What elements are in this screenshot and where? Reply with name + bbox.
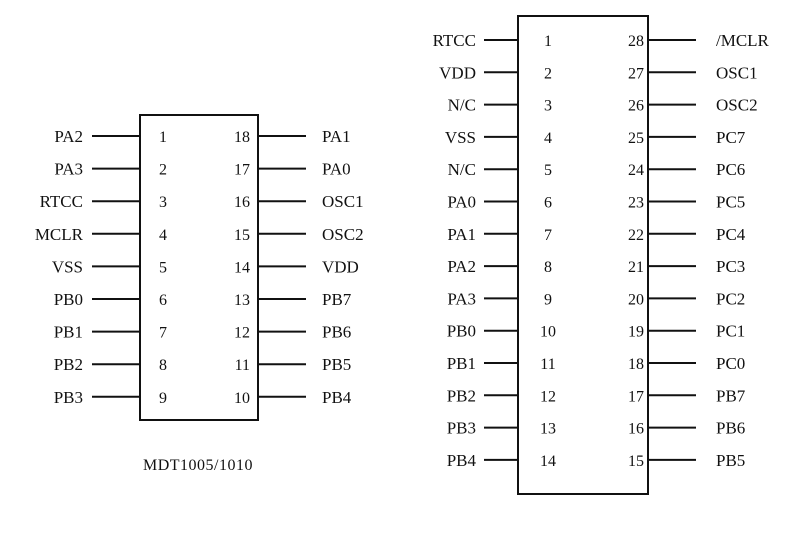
chip-caption: MDT1005/1010 xyxy=(143,457,253,474)
pin-number-label: 23 xyxy=(628,195,644,212)
pin-name-label: PB5 xyxy=(322,355,351,374)
pin-name-label: PB1 xyxy=(54,323,83,342)
pin-number-label: 4 xyxy=(159,227,167,244)
pin-name-label: PA3 xyxy=(54,160,83,179)
pin-name-label: RTCC xyxy=(433,31,476,50)
pin-name-label: N/C xyxy=(448,160,476,179)
pin-name-label: PA3 xyxy=(447,289,476,308)
pin-number-label: 28 xyxy=(628,33,644,50)
pin-name-label: PB4 xyxy=(447,451,477,470)
pin-name-label: PB0 xyxy=(447,322,476,341)
pin-number-label: 21 xyxy=(628,259,644,276)
pin-number-label: 17 xyxy=(234,162,250,179)
pin-name-label: /MCLR xyxy=(716,31,770,50)
pin-number-label: 3 xyxy=(544,98,552,115)
pin-number-label: 7 xyxy=(159,325,167,342)
pin-number-label: 14 xyxy=(540,453,556,470)
pin-number-label: 2 xyxy=(159,162,167,179)
pin-name-label: PA0 xyxy=(447,193,476,212)
pin-number-label: 8 xyxy=(544,259,552,276)
pin-name-label: PB5 xyxy=(716,451,745,470)
pin-name-label: OSC2 xyxy=(322,225,364,244)
pin-number-label: 5 xyxy=(544,162,552,179)
pin-name-label: RTCC xyxy=(40,192,83,211)
pin-number-label: 20 xyxy=(628,291,644,308)
pin-number-label: 12 xyxy=(234,325,250,342)
chip-body xyxy=(517,15,649,495)
pin-name-label: VDD xyxy=(439,63,476,82)
pin-number-label: 18 xyxy=(628,356,644,373)
pin-name-label: PC1 xyxy=(716,322,745,341)
pin-number-label: 27 xyxy=(628,65,644,82)
pin-name-label: OSC2 xyxy=(716,96,758,115)
pin-name-label: PC7 xyxy=(716,128,746,147)
pin-name-label: PB1 xyxy=(447,354,476,373)
pin-number-label: 2 xyxy=(544,65,552,82)
pin-number-label: 10 xyxy=(540,324,556,341)
pin-number-label: 1 xyxy=(159,129,167,146)
pin-number-label: 11 xyxy=(235,357,250,374)
pin-number-label: 17 xyxy=(628,388,644,405)
pin-number-label: 13 xyxy=(540,421,556,438)
pin-name-label: PC0 xyxy=(716,354,745,373)
pin-number-label: 1 xyxy=(544,33,552,50)
pin-number-label: 15 xyxy=(628,453,644,470)
pin-name-label: PA2 xyxy=(447,257,476,276)
pin-name-label: PB6 xyxy=(716,419,745,438)
pin-number-label: 11 xyxy=(540,356,555,373)
pin-number-label: 5 xyxy=(159,259,167,276)
pin-name-label: VDD xyxy=(322,257,359,276)
pin-number-label: 25 xyxy=(628,130,644,147)
pin-number-label: 7 xyxy=(544,227,552,244)
pin-number-label: 9 xyxy=(544,291,552,308)
pin-name-label: VSS xyxy=(52,257,83,276)
pin-name-label: PC3 xyxy=(716,257,745,276)
pin-name-label: PA2 xyxy=(54,127,83,146)
pin-name-label: PB4 xyxy=(322,388,352,407)
pin-name-label: PB3 xyxy=(447,419,476,438)
pin-name-label: VSS xyxy=(445,128,476,147)
pin-number-label: 26 xyxy=(628,98,644,115)
pin-number-label: 16 xyxy=(628,421,644,438)
pin-number-label: 22 xyxy=(628,227,644,244)
pin-number-label: 18 xyxy=(234,129,250,146)
pin-number-label: 8 xyxy=(159,357,167,374)
pin-number-label: 13 xyxy=(234,292,250,309)
pin-number-label: 4 xyxy=(544,130,552,147)
pin-name-label: PB3 xyxy=(54,388,83,407)
chip-body xyxy=(139,114,259,421)
pin-name-label: OSC1 xyxy=(716,63,758,82)
pin-name-label: N/C xyxy=(448,96,476,115)
pin-name-label: PA1 xyxy=(322,127,351,146)
pin-name-label: PC4 xyxy=(716,225,746,244)
pin-number-label: 24 xyxy=(628,162,644,179)
pin-name-label: PB6 xyxy=(322,323,351,342)
pin-name-label: PC2 xyxy=(716,289,745,308)
pin-number-label: 6 xyxy=(159,292,167,309)
pin-name-label: PA1 xyxy=(447,225,476,244)
pin-number-label: 19 xyxy=(628,324,644,341)
pin-number-label: 9 xyxy=(159,390,167,407)
pin-name-label: OSC1 xyxy=(322,192,364,211)
pin-name-label: PB7 xyxy=(322,290,352,309)
pin-number-label: 10 xyxy=(234,390,250,407)
pin-name-label: PC5 xyxy=(716,193,745,212)
pin-number-label: 15 xyxy=(234,227,250,244)
pin-name-label: PB0 xyxy=(54,290,83,309)
pin-name-label: PC6 xyxy=(716,160,745,179)
pin-name-label: PB2 xyxy=(54,355,83,374)
pin-name-label: MCLR xyxy=(35,225,84,244)
pin-name-label: PA0 xyxy=(322,160,351,179)
pin-number-label: 12 xyxy=(540,388,556,405)
pin-number-label: 3 xyxy=(159,194,167,211)
pin-number-label: 6 xyxy=(544,195,552,212)
pin-number-label: 16 xyxy=(234,194,250,211)
pin-name-label: PB2 xyxy=(447,386,476,405)
pin-number-label: 14 xyxy=(234,259,250,276)
pin-name-label: PB7 xyxy=(716,386,746,405)
